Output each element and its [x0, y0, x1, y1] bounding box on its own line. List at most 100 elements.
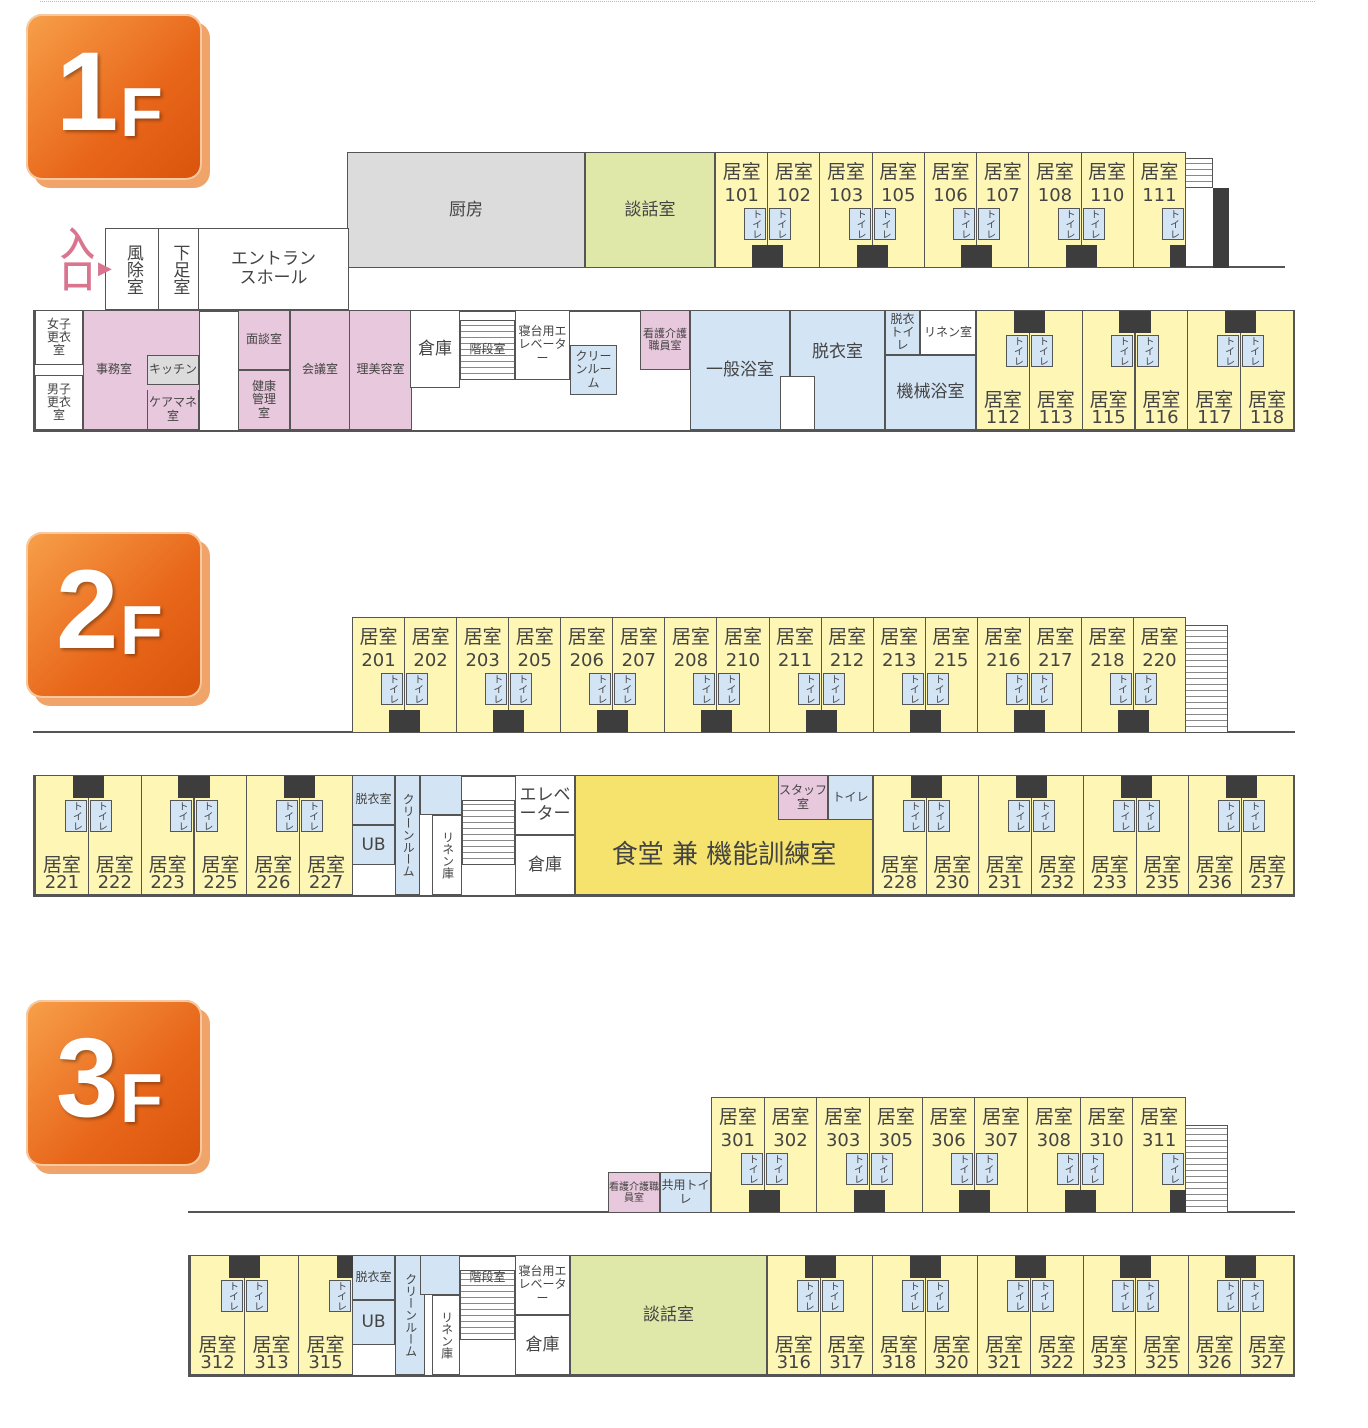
- stairs-1f-east: [1185, 158, 1213, 188]
- room-number: 106: [933, 185, 968, 206]
- room-number: 305: [878, 1130, 913, 1151]
- lounge: 談話室: [585, 152, 715, 268]
- toilet-icon: トイレ: [1217, 800, 1240, 832]
- lounge: 談話室: [570, 1255, 767, 1375]
- clean-room: クリーンルーム: [395, 775, 420, 895]
- toilet-icon: トイレ: [953, 208, 976, 240]
- room-label: 居室: [1090, 1334, 1129, 1356]
- room-number: 206: [569, 650, 604, 671]
- pipe-shaft: [1169, 245, 1186, 267]
- room-number: 117: [1197, 407, 1232, 428]
- toilet-icon: トイレ: [902, 800, 925, 832]
- men-locker-room: 男子更衣室: [35, 375, 83, 430]
- pipe-shaft: [961, 245, 978, 267]
- room-number: 115: [1091, 407, 1126, 428]
- room-number: 316: [776, 1352, 811, 1373]
- room-label: 居室: [1035, 161, 1074, 183]
- dining-training-room: 食堂 兼 機能訓練室: [575, 775, 873, 895]
- storage: 倉庫: [515, 835, 575, 895]
- room-number: 235: [1145, 872, 1180, 893]
- toilet-icon: トイレ: [848, 208, 871, 240]
- toilet-icon: トイレ: [221, 1280, 243, 1312]
- room-number: 302: [773, 1130, 808, 1151]
- pipe-shaft: [597, 710, 614, 732]
- room-number: 103: [828, 185, 864, 206]
- room-number: 211: [777, 650, 813, 671]
- toilet-icon: トイレ: [276, 800, 299, 832]
- room-label: 居室: [1034, 1106, 1073, 1128]
- dressing-room: 脱衣室: [352, 775, 395, 825]
- floor-number: 1: [56, 29, 119, 154]
- pipe-shaft: [229, 1256, 245, 1278]
- toilet-icon: トイレ: [845, 1153, 868, 1185]
- toilet-icon: トイレ: [901, 673, 924, 705]
- pipe-shaft: [752, 245, 769, 267]
- toilet-icon: トイレ: [64, 800, 87, 832]
- nurse-staff-room: 看護介護職員室: [640, 310, 690, 370]
- room-label: 居室: [1036, 389, 1075, 411]
- room-number: 113: [1038, 407, 1073, 428]
- stairs: 階段室: [460, 1270, 515, 1340]
- toilet-icon: トイレ: [873, 208, 896, 240]
- toilet-icon: トイレ: [1242, 800, 1265, 832]
- room-number: 108: [1037, 185, 1073, 206]
- room-number: 322: [1039, 1352, 1074, 1373]
- room-label: 居室: [985, 1334, 1024, 1356]
- stairs-2f-east: [1185, 625, 1228, 733]
- room-number: 208: [673, 650, 709, 671]
- women-locker-room: 女子更衣室: [35, 310, 83, 365]
- pipe-shaft: [1013, 311, 1030, 333]
- room-label: 居室: [774, 161, 813, 183]
- room-label: 居室: [1038, 854, 1077, 876]
- room-number: 111: [1142, 185, 1177, 206]
- room-number: 218: [1090, 650, 1125, 671]
- pipe-shaft: [193, 776, 210, 798]
- room-label: 居室: [774, 1334, 813, 1356]
- pipe-shaft: [284, 776, 301, 798]
- room-label: 居室: [1088, 626, 1127, 648]
- room-label: 居室: [1037, 1334, 1076, 1356]
- toilet-icon: トイレ: [951, 1153, 974, 1185]
- room-number: 205: [517, 650, 552, 671]
- toilet-icon: トイレ: [927, 800, 950, 832]
- toilet-icon: トイレ: [301, 800, 324, 832]
- room-label: 居室: [1195, 389, 1234, 411]
- room-number: 101: [724, 185, 759, 206]
- toilet-icon: トイレ: [976, 1153, 999, 1185]
- room-number: 203: [465, 650, 500, 671]
- meeting-room: 会議室: [290, 310, 350, 430]
- room-number: 237: [1250, 872, 1285, 893]
- pipe-shaft: [924, 710, 941, 732]
- toilet-icon: トイレ: [246, 1280, 268, 1312]
- room-number: 325: [1144, 1352, 1180, 1373]
- clean-room-annex: [420, 775, 462, 815]
- room-number: 112: [985, 407, 1021, 428]
- room-label: 居室: [148, 854, 187, 876]
- pipe-shaft: [871, 245, 888, 267]
- toilet-icon: トイレ: [1137, 800, 1160, 832]
- toilet-icon: トイレ: [1217, 1280, 1240, 1312]
